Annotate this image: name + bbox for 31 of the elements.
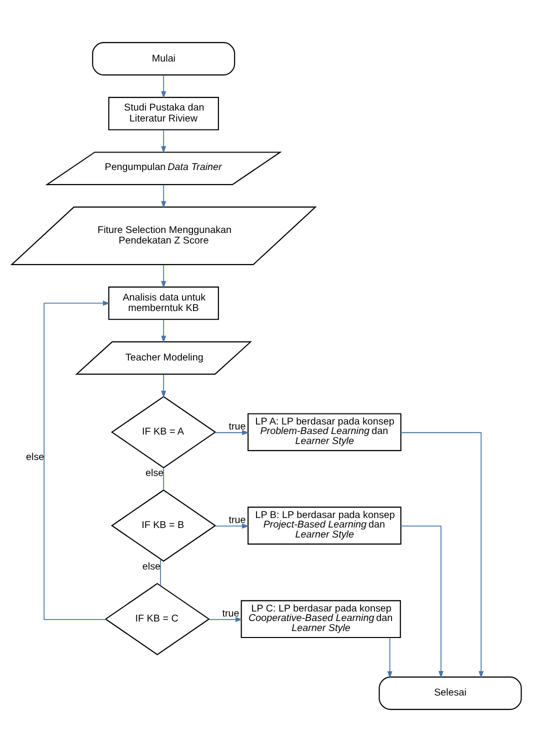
arrow <box>387 636 392 678</box>
arrow <box>161 129 166 153</box>
arrow <box>400 525 444 678</box>
edge-label: else <box>142 560 161 572</box>
arrow <box>214 430 250 435</box>
node-box: Mulai <box>92 42 236 75</box>
edge-label: true <box>228 421 246 432</box>
edge-label: true <box>228 514 246 526</box>
node-diamond: IF KB = B <box>110 488 216 562</box>
node-box: Analisis data untuk memberntuk KB <box>108 286 219 320</box>
arrow <box>161 374 166 398</box>
arrow <box>208 616 243 622</box>
node-box: Selesai <box>378 676 522 710</box>
edge-label: else <box>146 468 164 479</box>
arrow <box>44 300 110 620</box>
arrow <box>161 264 166 288</box>
arrow <box>214 523 250 528</box>
edge-label: true <box>222 608 240 620</box>
node-diamond: IF KB = A <box>110 396 216 468</box>
connector <box>160 558 161 586</box>
node-box: LP A: LP berdasar pada konsep Problem-Based Learning dan Learner Style <box>248 412 402 451</box>
node-box: Studi Pustaka dan Literatur Riview <box>108 96 219 130</box>
arrow <box>161 184 166 208</box>
arrow <box>161 318 166 342</box>
arrow <box>400 432 484 678</box>
edge-label: else <box>26 451 44 462</box>
connector <box>163 466 164 490</box>
node-diamond: IF KB = C <box>104 582 210 655</box>
arrow <box>161 74 166 98</box>
node-box: LP C: LP berdasar pada konsep Cooperative-Based Learning dan Learner Style <box>240 600 401 638</box>
node-box: LP B: LP berdasar pada konsep Project-Based Learning dan Learner Style <box>248 506 402 544</box>
